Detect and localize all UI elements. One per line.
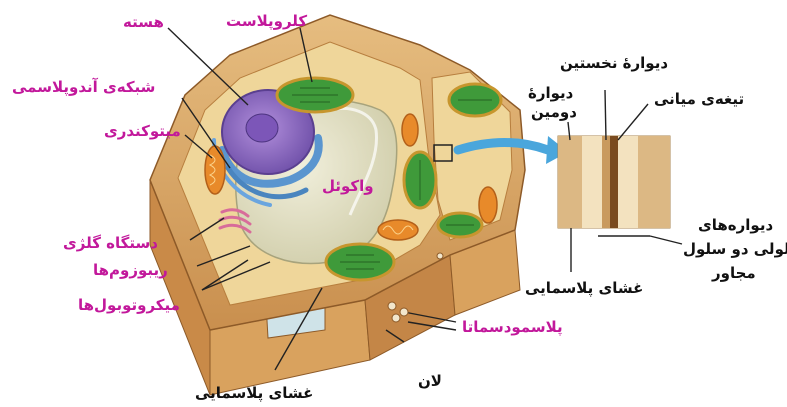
label-ribosomes: ریبوزوم‌ها (93, 261, 168, 279)
label-microtubules: میکروتوبول‌ها (78, 296, 180, 314)
label-mitochondrion: میتوکندری (104, 122, 181, 140)
label-vacuole: واکوئل (322, 177, 374, 195)
label-secondary-wall-line2: دومین (531, 103, 577, 121)
label-adjacent-walls-line3: مجاور (712, 264, 756, 282)
label-plasma-membrane-bottom: غشای پلاسمایی (195, 384, 313, 402)
label-plasmodesmata: پلاسمودسماتا (462, 318, 563, 336)
label-nucleus: هسته (123, 13, 164, 31)
label-chloroplast: کلروپلاست (226, 12, 307, 30)
label-secondary-wall-line1: دیوارهٔ (528, 84, 573, 102)
label-plasma-membrane-right: غشای پلاسمایی (525, 279, 643, 297)
wall-section-inset (558, 136, 670, 228)
label-golgi: دستگاه گلژی (63, 234, 158, 252)
label-lumen: لان (418, 372, 442, 390)
label-er: شبکه‌ی آندوپلاسمی (12, 78, 155, 96)
label-adjacent-walls-line1: دیواره‌های (698, 216, 773, 234)
label-middle-lamella: تیغه‌ی میانی (654, 90, 744, 108)
label-adjacent-walls-line2: سلولی دو سلول (683, 240, 787, 258)
label-primary-wall: دیوارهٔ نخستین (560, 54, 668, 72)
